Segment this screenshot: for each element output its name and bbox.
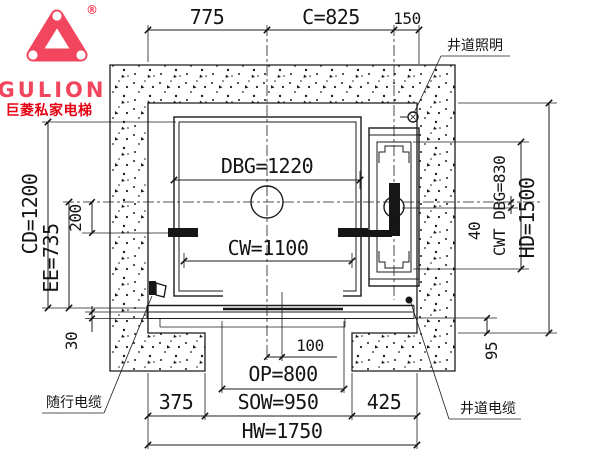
dim-c825-label: C=825 bbox=[302, 5, 360, 29]
cwt-rail bbox=[389, 183, 400, 236]
logo: ® GULION 巨菱私家电梯 bbox=[0, 3, 106, 119]
dim-cw-label: CW=1100 bbox=[228, 236, 309, 260]
car-outer-wall bbox=[173, 116, 362, 297]
dim-rail-offset: 200 bbox=[66, 198, 168, 237]
cwt-rail-bracket bbox=[361, 230, 392, 237]
dim-ee: EE=735 bbox=[39, 198, 73, 312]
dim-dbg-label: DBG=1220 bbox=[221, 154, 313, 178]
traveling-cable-bracket bbox=[149, 281, 167, 298]
dim-op-label: OP=800 bbox=[248, 362, 317, 386]
callout-traveling-cable: 随行电缆 bbox=[42, 295, 153, 414]
dim-sill-height: 30 bbox=[62, 306, 147, 350]
car-rail-left bbox=[168, 228, 198, 237]
dim-cwt-dbg-label: CWT DBG=830 bbox=[490, 156, 509, 256]
dim-ee-label: EE=735 bbox=[39, 223, 63, 292]
dim-dbg: DBG=1220 bbox=[170, 154, 364, 189]
brand-tagline: 巨菱私家电梯 bbox=[6, 102, 93, 119]
dim-cd: CD=1200 bbox=[18, 118, 176, 312]
dim-30-label: 30 bbox=[62, 332, 81, 350]
shaft-cable-symbol bbox=[405, 296, 413, 304]
car-door-opening bbox=[223, 288, 343, 299]
dim-150-label: 150 bbox=[393, 9, 420, 28]
car-inner-wall bbox=[178, 121, 357, 292]
dim-cwt-gap: 40 bbox=[402, 196, 518, 240]
shaft-walls bbox=[109, 64, 456, 372]
dim-door-offset: 100 bbox=[263, 292, 337, 361]
dim-cd-label: CD=1200 bbox=[18, 174, 42, 255]
dim-775-label: 775 bbox=[190, 5, 225, 29]
dim-425-label: 425 bbox=[367, 390, 402, 414]
dim-hd: HD=1500 bbox=[458, 99, 557, 337]
car-rail-right bbox=[338, 228, 368, 237]
shaft-lighting-symbol bbox=[400, 111, 419, 123]
logo-hole-top bbox=[52, 11, 62, 21]
concrete-wall bbox=[109, 64, 456, 372]
dim-200-label: 200 bbox=[66, 204, 85, 231]
dim-40-label: 40 bbox=[465, 222, 484, 240]
dim-hw-label: HW=1750 bbox=[242, 419, 323, 443]
registered-mark: ® bbox=[86, 3, 98, 17]
dim-top-row: 775 C=825 150 bbox=[144, 5, 423, 64]
door-sill bbox=[146, 304, 415, 328]
dim-sow-label: SOW=950 bbox=[238, 390, 319, 414]
dim-375-label: 375 bbox=[159, 390, 194, 414]
dim-rear-offset: 95 bbox=[414, 314, 501, 360]
callout-shaft-lighting: 井道照明 bbox=[413, 38, 510, 114]
elevator-car bbox=[173, 116, 362, 299]
logo-triangle-icon bbox=[26, 9, 88, 62]
dim-bottom-row: 375 SOW=950 425 bbox=[144, 373, 421, 449]
logo-hole-left bbox=[28, 50, 38, 60]
shaft-cable-label: 井道电缆 bbox=[460, 401, 516, 417]
dim-op: OP=800 bbox=[218, 321, 348, 393]
shaft-lighting-label: 井道照明 bbox=[447, 38, 503, 54]
traveling-cable-label: 随行电缆 bbox=[46, 395, 102, 411]
dim-cwt-dbg: CWT DBG=830 bbox=[413, 138, 529, 273]
brand-name: GULION bbox=[0, 78, 106, 102]
dim-cw: CW=1100 bbox=[180, 236, 356, 268]
dim-hd-label: HD=1500 bbox=[515, 178, 539, 259]
callout-shaft-cable: 井道电缆 bbox=[410, 302, 521, 420]
dim-95-label: 95 bbox=[482, 342, 501, 360]
dim-100-label: 100 bbox=[296, 336, 323, 355]
guide-rails bbox=[168, 183, 400, 237]
centerlines bbox=[63, 25, 543, 360]
logo-hole-right bbox=[76, 50, 86, 60]
dim-hw: HW=1750 bbox=[144, 419, 421, 449]
